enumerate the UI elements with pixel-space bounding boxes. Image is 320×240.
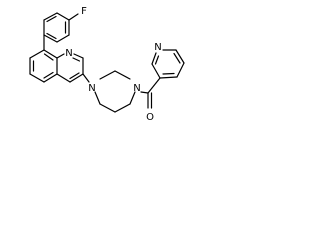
bond <box>43 12 58 21</box>
double-bond <box>154 55 160 65</box>
bond <box>29 49 45 59</box>
bond-quinoline-piperazine <box>82 73 90 83</box>
bond <box>29 73 45 83</box>
bond <box>151 52 157 65</box>
double-bond <box>72 57 81 62</box>
double-bond <box>46 15 57 23</box>
fluorophenyl-ring <box>43 12 70 43</box>
bond <box>56 53 65 59</box>
bond <box>99 103 116 113</box>
bond <box>43 34 58 43</box>
carbonyl-oxygen-label: O <box>146 112 154 123</box>
bond <box>56 34 70 43</box>
double-bond <box>173 52 181 64</box>
double-bond <box>162 72 175 75</box>
bond <box>129 91 136 105</box>
pyridine-nitrogen-label: N <box>154 42 161 53</box>
double-bond <box>43 53 54 61</box>
bond <box>43 49 58 59</box>
fluorine-atom-label: F <box>81 6 87 17</box>
pyridine-ring <box>151 49 185 79</box>
bond <box>56 73 71 83</box>
bond <box>176 62 185 78</box>
quinoline-pyridine-ring <box>56 53 84 83</box>
bond <box>151 63 161 79</box>
bond <box>73 53 84 59</box>
chemical-structure: F N N N N O <box>29 6 185 123</box>
bond <box>114 103 131 113</box>
piperazine-nitrogen-4-label: N <box>133 83 140 94</box>
double-bond <box>69 72 80 80</box>
quinoline-nitrogen-label: N <box>65 48 72 59</box>
bond <box>175 49 185 64</box>
bond-carbonyl-pyridine <box>147 77 161 94</box>
bond <box>94 91 101 105</box>
bond <box>114 70 131 80</box>
double-bond <box>46 32 57 40</box>
piperazine-nitrogen-1-label: N <box>88 83 95 94</box>
bond <box>56 12 70 21</box>
double-bond <box>43 71 54 79</box>
bond-n-carbonyl <box>140 91 149 94</box>
bond <box>99 70 116 80</box>
piperazine-ring <box>94 70 136 113</box>
bond <box>69 73 84 83</box>
bond <box>43 73 58 83</box>
bond <box>159 76 178 79</box>
bond-c-f <box>68 13 79 21</box>
quinoline-benzo-ring <box>29 49 58 83</box>
